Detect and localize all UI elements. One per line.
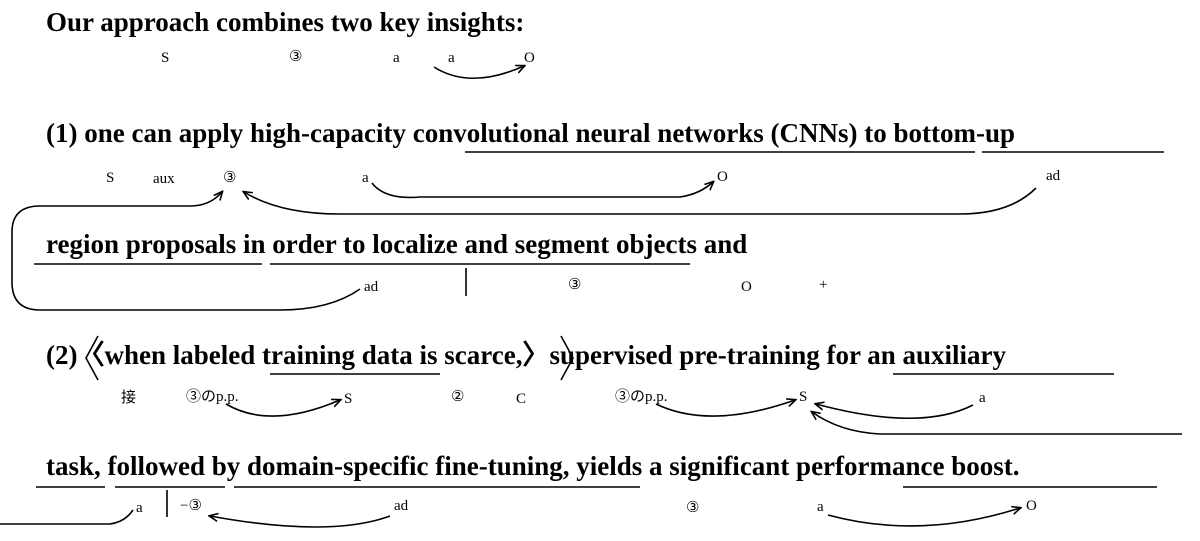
sentence-line-3: region proposals in order to localize an…	[46, 229, 748, 259]
tag-adverbial: ad	[364, 279, 379, 295]
dependency-arrow	[225, 400, 340, 417]
sentence-line-1: Our approach combines two key insights:	[46, 7, 525, 37]
clause-bracket-close	[560, 335, 574, 381]
tag-subject: S	[161, 50, 170, 66]
tag-subject: S	[106, 170, 115, 186]
tag-conjunction: 接	[121, 388, 137, 406]
dependency-arrow	[210, 516, 391, 528]
tag-past-participle: ③のp.p.	[186, 389, 239, 405]
tag-complement: C	[516, 391, 527, 407]
tag-verb-3: ③	[223, 170, 237, 186]
sentence-line-2: (1) one can apply high-capacity convolut…	[46, 118, 1016, 148]
clause-bracket-open	[85, 335, 99, 381]
dependency-arrow	[244, 187, 1037, 215]
tag-adjective: a	[393, 50, 400, 66]
tag-verb-2: ②	[451, 389, 465, 405]
tag-subject: S	[344, 391, 353, 407]
tag-verb-3: ③	[289, 49, 303, 65]
tag-object: O	[717, 169, 728, 185]
tag-adjective: a	[136, 500, 143, 516]
tag-adjective: a	[448, 50, 455, 66]
dependency-arrow	[371, 182, 713, 199]
tag-adverbial: ad	[1046, 168, 1061, 184]
tag-past-participle: ③のp.p.	[615, 389, 668, 405]
tag-coordinator: +	[819, 277, 828, 293]
tag-auxiliary: aux	[153, 171, 175, 187]
tag-verb-3: ③	[568, 277, 582, 293]
dependency-arrow	[0, 509, 134, 525]
sentence-line-5: task, followed by domain-specific fine-t…	[46, 451, 1020, 481]
tag-minus-verb-3: −③	[180, 498, 202, 514]
tag-subject: S	[799, 389, 808, 405]
sentence-line-4: (2)〈when labeled training data is scarce…	[46, 340, 1007, 370]
tag-adjective: a	[979, 390, 986, 406]
dependency-arrow	[655, 400, 795, 417]
tag-adverbial: ad	[394, 498, 409, 514]
tag-adjective: a	[362, 170, 369, 186]
dependency-arrow	[433, 66, 524, 80]
dependency-arrow	[827, 508, 1020, 527]
tag-object: O	[1026, 498, 1037, 514]
dependency-arrow	[812, 412, 1182, 435]
tag-adjective: a	[817, 499, 824, 515]
tag-object: O	[741, 279, 752, 295]
tag-object: O	[524, 50, 535, 66]
dependency-arrow	[11, 192, 361, 311]
tag-verb-3: ③	[686, 500, 700, 516]
dependency-arrow	[816, 404, 974, 420]
